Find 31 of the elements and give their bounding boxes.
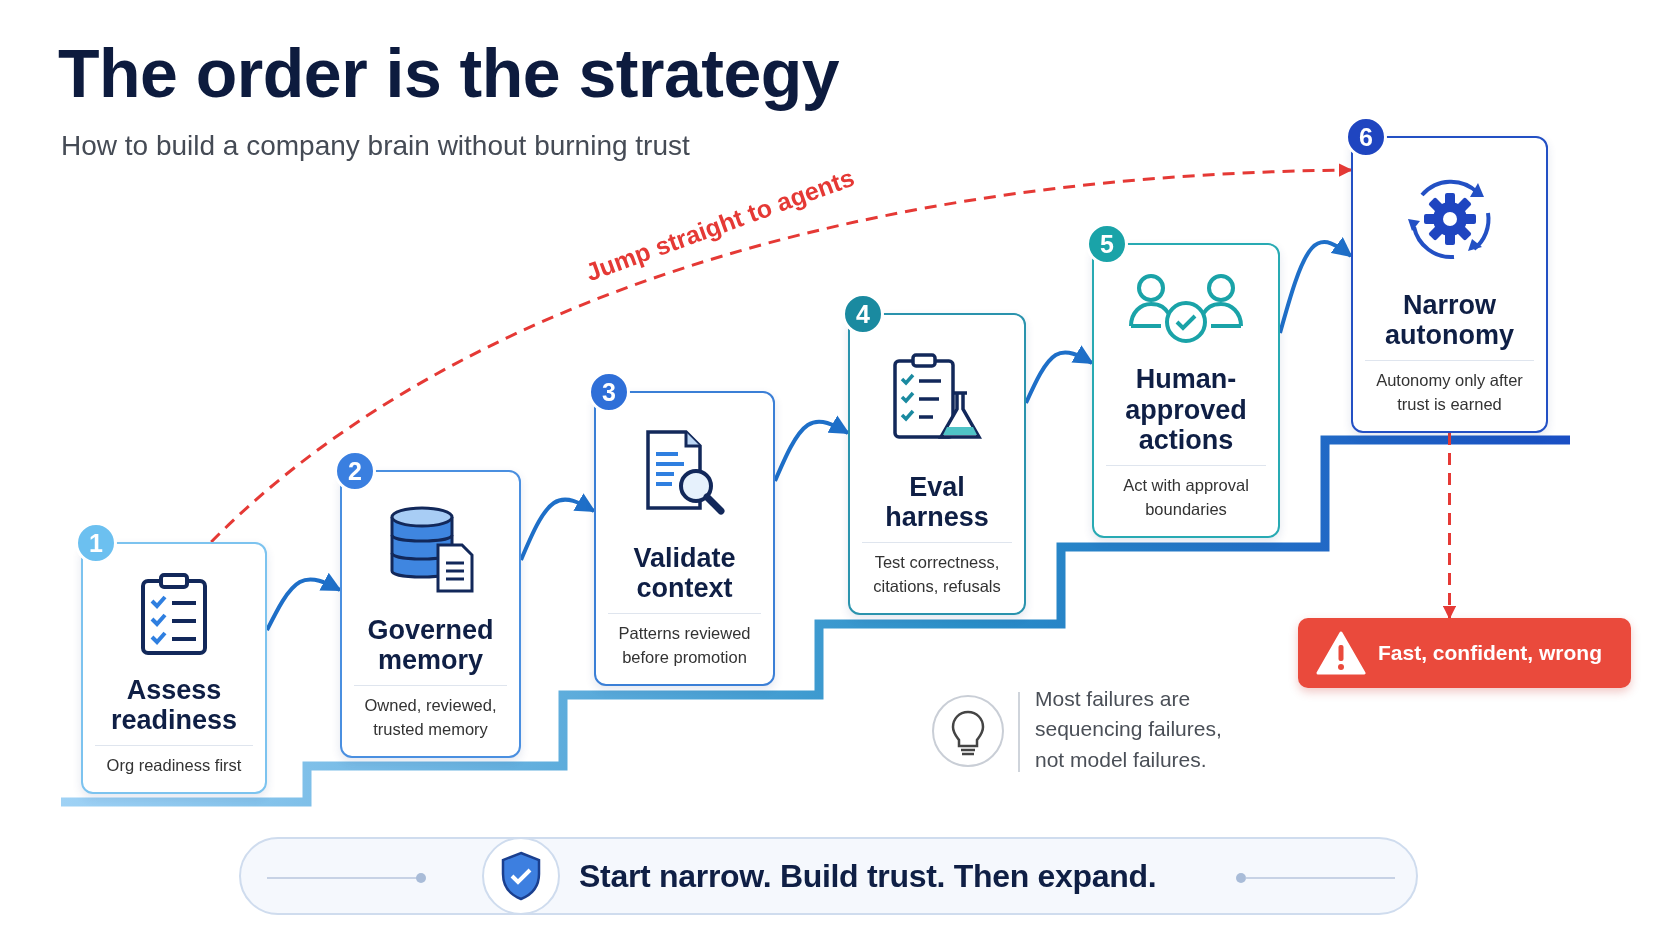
title: The order is the strategy xyxy=(58,34,840,112)
step-description: Org readiness first xyxy=(106,755,242,777)
step-title: Governed memory xyxy=(366,614,495,676)
arrow xyxy=(265,572,342,632)
step-title: Human-approved actions xyxy=(1124,364,1248,456)
step-number-badge: 6 xyxy=(1345,116,1387,158)
step-number-badge: 4 xyxy=(842,293,884,335)
subtitle: How to build a company brain without burning trust xyxy=(61,130,690,162)
step-description: Test correctness, citations, refusals xyxy=(872,552,1002,598)
step-number-badge: 3 xyxy=(588,371,630,413)
step-title: Narrow autonomy xyxy=(1384,289,1515,351)
step-title: Validate context xyxy=(632,542,737,604)
dashed-arrow xyxy=(1442,433,1457,620)
step-description: Owned, reviewed, trusted memory xyxy=(363,695,498,741)
step-number-badge: 5 xyxy=(1086,223,1128,265)
step-description: Patterns reviewed before promotion xyxy=(617,623,752,669)
arrow xyxy=(773,415,850,482)
dashed-arrow xyxy=(210,163,1353,544)
step-description: Autonomy only after trust is earned xyxy=(1375,370,1524,416)
motto-text: Start narrow. Build trust. Then expand. xyxy=(579,858,1157,895)
step-title: Eval harness xyxy=(884,471,990,533)
step-number-badge: 1 xyxy=(75,522,117,564)
arrow xyxy=(1278,237,1353,334)
warning-banner xyxy=(1298,618,1631,688)
warning-text: Fast, confident, wrong xyxy=(1378,641,1602,665)
step-number-badge: 2 xyxy=(334,450,376,492)
step-description: Act with approval boundaries xyxy=(1122,475,1250,521)
note-text: Most failures are sequencing failures, not model failures. xyxy=(1035,686,1223,773)
arrow xyxy=(1024,345,1094,404)
arrow xyxy=(519,493,596,561)
step-title: Assess readiness xyxy=(109,674,239,736)
